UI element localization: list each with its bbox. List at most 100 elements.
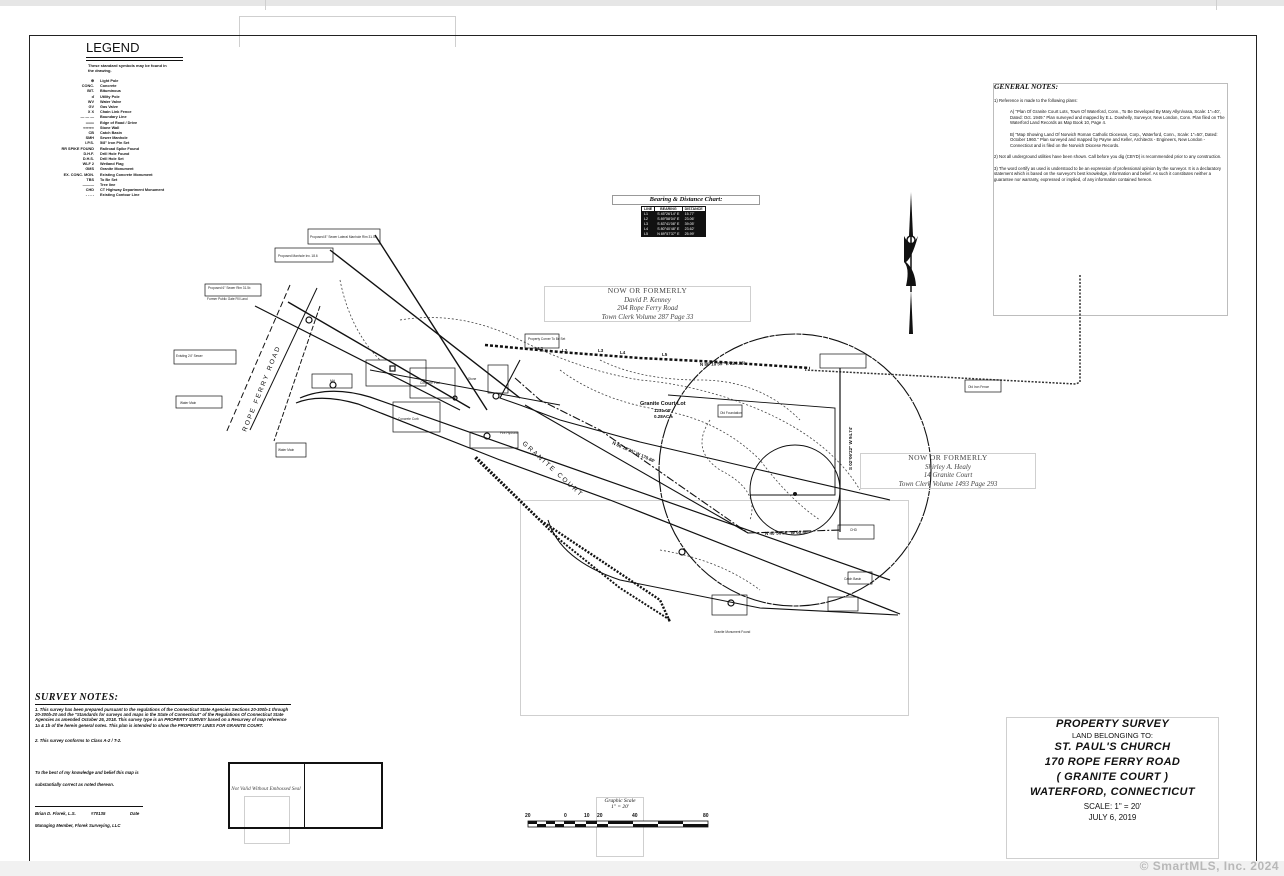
legend-label: Sewer Manhole	[100, 136, 128, 141]
map-callout: Former Public Gate Fill Land	[207, 297, 248, 301]
general-note-1: 1) Reference is made to the following pl…	[994, 97, 1078, 103]
survey-note-2: 2. This survey conforms to Class A-2 / T…	[35, 737, 122, 743]
copyright-watermark: © SmartMLS, Inc. 2024	[1139, 859, 1279, 873]
legend-item: WV Water Valve	[40, 100, 164, 105]
lot-name: Granite Court Lot	[640, 401, 686, 407]
legend-symbol: RR SPIKE FOUND	[61, 146, 95, 151]
legend-label: 5/8" Iron Pin Set	[100, 141, 130, 146]
legend-symbol: ———	[82, 183, 94, 188]
graphic-scale-ratio: 1" = 20'	[611, 804, 629, 810]
map-callout: Proposed 8" Sewer Lateral Manhole Rim 31…	[310, 235, 377, 239]
owner-box-kenney: NOW OR FORMERLY David P. Kenney 204 Rope…	[544, 286, 751, 322]
surveyor-company: Managing Member, Florek Surveying, LLC	[35, 823, 121, 828]
bearing-cell: N 89°57'37" E	[654, 231, 683, 237]
title-block-title: PROPERTY SURVEY	[1056, 718, 1169, 730]
legend-item: ——— Tree line	[40, 183, 164, 188]
road-label-rope-ferry: ROPE FERRY ROAD	[241, 344, 282, 432]
l-mark: L1	[538, 346, 544, 351]
general-notes: GENERAL NOTES: 1) Reference is made to t…	[993, 83, 1228, 316]
map-callout: Fire Hydrant	[500, 431, 518, 435]
title-block-scale: SCALE: 1" = 20'	[1083, 802, 1142, 811]
surveyor-name: Brian D. Florek, L.S.	[35, 811, 76, 816]
l-mark: L4	[620, 350, 626, 355]
cert-line-2: substantially correct as noted thereon.	[35, 782, 115, 787]
seal-text: Not Valid Without Embossed Seal	[231, 786, 301, 792]
legend-symbol: BIT.	[87, 89, 94, 94]
general-note-2: 2) Not all underground utilities have be…	[994, 154, 1222, 159]
legend-item: BIT.Bituminous	[40, 89, 164, 94]
legend-item: - - - -Existing Contour Line	[40, 193, 164, 198]
legend-symbol: ∞∞∞∞	[83, 125, 94, 130]
legend-symbol: CONC.	[81, 84, 94, 89]
legend-label: Boundary Line	[100, 115, 127, 120]
print-frame-top	[239, 16, 456, 47]
bearing-label-c: N 40°56'26" W 60.80'	[765, 529, 809, 536]
map-callout: Concrete Curb	[398, 417, 419, 421]
legend-symbol: WV	[87, 99, 94, 104]
general-notes-title: GENERAL NOTES:	[994, 82, 1059, 91]
title-block-sub: LAND BELONGING TO:	[1072, 731, 1153, 740]
legend-label: Railroad Spike Found	[100, 146, 140, 151]
legend-label: Granite Monument	[100, 167, 134, 172]
surveyor-license: #70135	[91, 811, 106, 816]
l-mark: L2	[562, 348, 568, 353]
map-callout: Existing 24" Sewer	[176, 354, 204, 358]
legend-label: Tree line	[100, 183, 116, 188]
lot-acres: 0.28AC ±	[654, 414, 674, 419]
owner-ref: Town Clerk Volume 1493 Page 293	[898, 479, 998, 488]
legend-label: Chain Link Fence	[100, 110, 132, 115]
legend-symbol: ⊕	[90, 79, 94, 83]
bearing-chart-title: Bearing & Distance Chart:	[612, 195, 760, 205]
legend-label: Stone Wall	[100, 125, 120, 130]
print-frame-seal	[244, 796, 290, 844]
legend-title: LEGEND	[86, 40, 140, 55]
legend-label: Utility Pole	[100, 94, 120, 99]
legend-label: Wetland Flag	[100, 162, 124, 167]
legend-symbol: — — —	[80, 115, 94, 120]
legend-item: ∞∞∞∞ Stone Wall	[40, 126, 164, 131]
print-frame-mid	[520, 500, 909, 716]
legend-label: Drill Hole Found	[100, 151, 130, 156]
general-note-3: 3) The word certify as used is understoo…	[994, 165, 1222, 182]
certification: To the best of my knowledge and belief t…	[35, 767, 225, 791]
scale-tick: 0	[564, 813, 567, 819]
seal-box	[228, 762, 383, 829]
legend-item: ɗ Utility Pole	[40, 95, 164, 100]
legend-label: Light Pole	[100, 79, 119, 83]
legend-symbol: CHD	[85, 188, 94, 193]
owner-address: 14 Granite Court	[923, 471, 973, 479]
survey-notes: SURVEY NOTES: 1. This survey has been pr…	[35, 692, 291, 743]
legend-underline	[86, 57, 183, 61]
legend-label: Water Valve	[100, 99, 122, 104]
print-tick	[1216, 0, 1218, 10]
signature-date-label: Date	[130, 811, 140, 816]
title-block-date: JULY 6, 2019	[1088, 813, 1137, 822]
legend-symbol: GMS	[85, 167, 94, 172]
bearing-cell: 25.99'	[681, 231, 706, 237]
map-callout: Granite Monument Found	[714, 630, 751, 634]
title-block-site: ( GRANITE COURT )	[1056, 771, 1169, 783]
legend-symbol: I.P.S.	[85, 141, 94, 146]
drawing-frame	[29, 35, 1257, 861]
legend-label: Concrete	[100, 84, 117, 89]
legend-symbol: TBS	[86, 177, 94, 182]
scale-tick: 10	[584, 813, 590, 819]
legend-symbol: D.H.F.	[83, 151, 94, 156]
legend-label: Existing Concrete Monument	[100, 172, 153, 177]
title-block-town: WATERFORD, CONNECTICUT	[1029, 786, 1196, 798]
legend-symbol: ɗ	[91, 94, 94, 99]
cert-line-1: To the best of my knowledge and belief t…	[35, 770, 139, 775]
owner-address: 204 Rope Ferry Road	[617, 304, 678, 312]
